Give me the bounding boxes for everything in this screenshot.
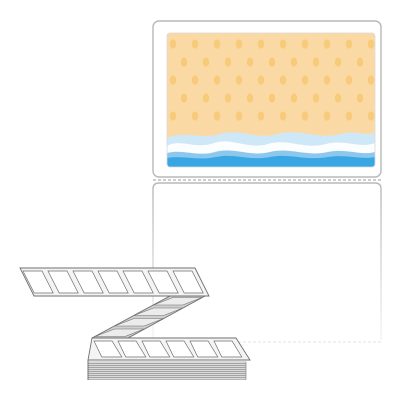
sand-dot: [213, 111, 221, 121]
sand-dot: [191, 75, 199, 85]
sand-dot: [312, 93, 320, 103]
sand-dot: [202, 57, 210, 67]
fanfold-top-label: [47, 270, 79, 294]
sand-dot: [345, 39, 353, 49]
sand-dot: [367, 39, 375, 49]
sand-dot: [246, 57, 254, 67]
sand-dot: [257, 111, 265, 121]
sand-dot: [235, 111, 243, 121]
fanfold-stack-layer: [87, 363, 247, 366]
label-sheet: [152, 20, 382, 343]
fanfold-bottom-label: [141, 340, 171, 358]
fanfold-middle-label: [153, 297, 203, 306]
fanfold-stack-layer: [87, 371, 247, 374]
sand-dot: [235, 39, 243, 49]
sand-dot: [290, 93, 298, 103]
fanfold-stack-layer: [87, 361, 247, 364]
fanfold-bottom-label: [93, 340, 123, 358]
sand-dot: [257, 75, 265, 85]
sand-dot: [169, 75, 177, 85]
sand-dot: [257, 39, 265, 49]
sand-dot: [323, 75, 331, 85]
fanfold-stack-layer: [87, 367, 247, 370]
sand-dot: [268, 57, 276, 67]
fanfold-top-strip: [19, 267, 210, 297]
sand-dot: [301, 39, 309, 49]
sand-dot: [356, 93, 364, 103]
fanfold-bottom-label: [189, 340, 219, 358]
sand-dot: [345, 111, 353, 121]
fanfold-top-label: [122, 270, 154, 294]
sand-dot: [301, 75, 309, 85]
sand-dot: [356, 57, 364, 67]
fanfold-stack-layer: [87, 365, 247, 368]
sand-dot: [323, 111, 331, 121]
fanfold-top-label: [147, 270, 179, 294]
label-bottom-outline: [152, 182, 382, 340]
fanfold-stack-layer: [87, 377, 247, 380]
fanfold-bottom-label: [117, 340, 147, 358]
beach-print: [167, 33, 375, 167]
sand-dot: [213, 39, 221, 49]
wave-deep: [167, 155, 375, 167]
sand-dot: [279, 111, 287, 121]
fanfold-top-label: [22, 270, 54, 294]
fanfold-middle-label: [133, 307, 183, 316]
sand-dot: [312, 57, 320, 67]
sand-dot: [345, 75, 353, 85]
sand-dot: [323, 39, 331, 49]
fanfold-stack-layer: [87, 369, 247, 372]
sand-dot: [246, 93, 254, 103]
fanfold-top-label: [97, 270, 129, 294]
fanfold-stack-layer: [87, 375, 247, 378]
sand-dot: [213, 75, 221, 85]
sand-dot: [367, 75, 375, 85]
fanfold-bottom-label: [165, 340, 195, 358]
fanfold-top-label: [72, 270, 104, 294]
fanfold-bottom-stack: [87, 337, 251, 380]
sand-dot: [169, 111, 177, 121]
fanfold-top-label: [172, 270, 204, 294]
print-frame: [166, 32, 376, 168]
sand-dot: [301, 111, 309, 121]
sand-dot: [279, 39, 287, 49]
sand-dot: [191, 111, 199, 121]
sand-dot: [235, 75, 243, 85]
sand-dot: [334, 57, 342, 67]
sand-dot: [367, 111, 375, 121]
sand-dot: [224, 57, 232, 67]
sand-dot: [268, 93, 276, 103]
sand-dot: [191, 39, 199, 49]
fanfold-bottom-label: [213, 340, 243, 358]
fanfold-middle-label: [114, 318, 164, 327]
sand-dot: [279, 75, 287, 85]
sand-dot: [169, 39, 177, 49]
fanfold-middle-label: [94, 328, 145, 337]
sand-dot: [334, 93, 342, 103]
sand-dot: [180, 93, 188, 103]
sand-dot: [224, 93, 232, 103]
sand-dot: [290, 57, 298, 67]
sand-dot: [202, 93, 210, 103]
wave-foam: [167, 141, 375, 155]
fanfold-stack-icon: [19, 267, 251, 380]
sand-dot: [180, 57, 188, 67]
fanfold-stack-layer: [87, 373, 247, 376]
